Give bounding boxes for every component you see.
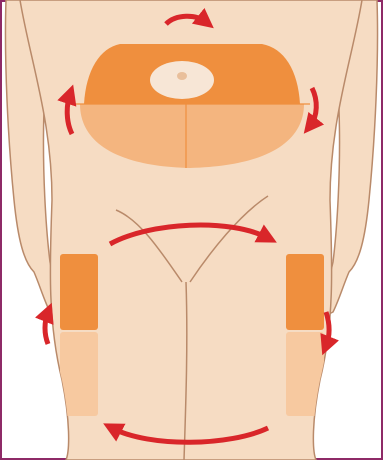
zone-left-thigh-upper [60,254,98,330]
navel [177,72,187,80]
arrow-left-thigh [45,312,48,344]
zone-right-thigh-lower [286,332,324,416]
zone-right-thigh-upper [286,254,324,330]
